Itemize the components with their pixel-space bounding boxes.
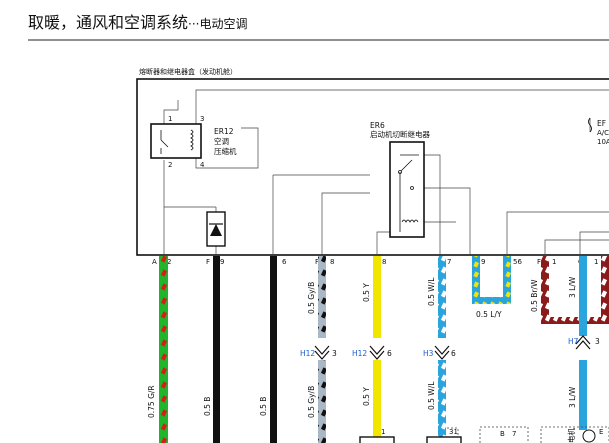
wire-y-label-top: 0.5 Y xyxy=(362,283,371,302)
wire-l-w: 3 L/W 3 L/W xyxy=(568,256,587,430)
wire-br-w: 0.5 Br/W xyxy=(530,256,609,324)
component-y-pin: 1 xyxy=(381,428,385,436)
inline-connector-h12-b: H12 6 xyxy=(352,345,392,360)
inline-connector-h3-name: H3 xyxy=(423,349,434,358)
relay-er12: 1 3 2 4 ER12 空调 压缩机 xyxy=(150,115,237,169)
relay-er12-pin2: 2 xyxy=(168,161,172,169)
wire-w-l: 0.5 W/L 0.5 W/L xyxy=(427,256,446,438)
component-b-pin: 7 xyxy=(512,430,516,438)
wire-y-label-bottom: 0.5 Y xyxy=(362,387,371,406)
fuse-ef-type: A/C xyxy=(597,129,609,137)
pin-num-5: 8 xyxy=(382,258,386,266)
pin-name-2: F xyxy=(206,258,210,266)
inline-connector-h7: H7 3 xyxy=(568,335,600,350)
inline-connector-h7-name: H7 xyxy=(568,337,579,346)
wire-y: 0.5 Y 0.5 Y xyxy=(362,256,381,438)
wire-l-y-label: 0.5 L/Y xyxy=(476,310,502,319)
wire-b-2-label: 0.5 B xyxy=(259,397,268,416)
relay-er12-code: ER12 xyxy=(214,127,234,136)
pin-name-9: F xyxy=(537,258,541,266)
component-motor-box xyxy=(540,426,609,443)
relay-er6-code: ER6 xyxy=(370,121,385,130)
relay-er6-switch-icon xyxy=(398,154,419,232)
wire-b-2: 0.5 B xyxy=(259,256,277,443)
relay-er12-box xyxy=(150,123,202,159)
wire-b-1: 0.5 B xyxy=(203,256,220,443)
component-e-label: E xyxy=(599,428,603,436)
wire-br-w-label: 0.5 Br/W xyxy=(530,279,539,312)
fuse-box-title: 熔断器和继电器盒（发动机舱） xyxy=(139,67,237,76)
connector-pin-labels: A 2 F 9 6 F 8 8 7 9 56 F 1 C 1 xyxy=(152,258,598,266)
connector-chevron-icon xyxy=(434,345,450,360)
fuse-ef-code: EF xyxy=(597,119,606,128)
relay-er12-name2: 压缩机 xyxy=(214,146,237,156)
wire-gy-b: 0.5 Gy/B 0.5 Gy/B xyxy=(307,256,326,443)
wire-l-w-label-bottom: 3 L/W xyxy=(568,386,577,408)
inline-connector-h3: H3 6 xyxy=(423,345,456,360)
component-wl-pin: 31 xyxy=(449,428,458,436)
component-b-box xyxy=(479,426,529,443)
fuse-ef: EF A/C 10A xyxy=(588,117,609,146)
diode-icon xyxy=(206,211,226,247)
pin-num-2: 9 xyxy=(220,258,224,266)
pin-num-7: 9 xyxy=(481,258,485,266)
inline-connector-h3-pin: 6 xyxy=(451,349,456,358)
wire-b-1-label: 0.5 B xyxy=(203,397,212,416)
connector-chevron-icon xyxy=(314,345,330,360)
fuse-box-internal-wiring xyxy=(163,89,609,255)
pin-name-4: F xyxy=(315,258,319,266)
wire-g-r: 0.75 G/R xyxy=(147,256,168,443)
component-y-box xyxy=(359,436,395,443)
fuse-ef-rating: 10A xyxy=(597,138,609,146)
pin-num-1: 2 xyxy=(167,258,171,266)
wire-l-w-label-top: 3 L/W xyxy=(568,276,577,298)
component-motor-label: 电机 xyxy=(566,428,576,443)
component-b-conn: B xyxy=(500,430,505,438)
relay-er6-coil-icon xyxy=(401,219,419,223)
pin-num-6: 7 xyxy=(447,258,451,266)
connector-chevron-icon xyxy=(369,345,385,360)
wire-gy-b-label-bottom: 0.5 Gy/B xyxy=(307,386,316,418)
wire-gy-b-label-top: 0.5 Gy/B xyxy=(307,282,316,314)
relay-er12-pin3: 3 xyxy=(200,115,204,123)
relay-er12-coil-icon xyxy=(190,129,194,151)
pin-num-10: 1 xyxy=(594,258,598,266)
connector-chevron-icon xyxy=(575,335,591,350)
relay-er12-name1: 空调 xyxy=(214,136,229,146)
pin-num-8: 56 xyxy=(513,258,522,266)
bottom-components: 1 31 B 7 电机 E xyxy=(359,426,609,443)
wire-l-y-loop: 0.5 L/Y xyxy=(472,256,511,319)
header-title: 取暖，通风和空调系统···电动空调 xyxy=(28,13,247,32)
wire-w-l-label-top: 0.5 W/L xyxy=(427,277,436,306)
pin-num-9: 1 xyxy=(552,258,556,266)
relay-er6-name: 启动机切断继电器 xyxy=(370,129,430,139)
relay-er12-switch-icon xyxy=(160,130,169,154)
pin-num-3: 6 xyxy=(282,258,287,266)
relay-er6-box xyxy=(389,141,425,238)
inline-connector-h12-a-pin: 3 xyxy=(332,349,337,358)
inline-connector-h7-pin: 3 xyxy=(595,337,600,346)
relay-er6: ER6 启动机切断继电器 xyxy=(370,121,430,238)
page-header: 取暖，通风和空调系统···电动空调 xyxy=(28,13,609,41)
pin-num-4: 8 xyxy=(330,258,334,266)
inline-connector-h12-a: H12 3 xyxy=(300,345,337,360)
pin-name-1: A xyxy=(152,258,157,266)
relay-er12-pin1: 1 xyxy=(168,115,172,123)
wire-w-l-label-bottom: 0.5 W/L xyxy=(427,381,436,410)
inline-connector-h12-b-pin: 6 xyxy=(387,349,392,358)
fuse-ef-icon xyxy=(588,117,592,133)
relay-er12-pin4: 4 xyxy=(200,161,205,169)
motor-icon xyxy=(582,429,596,443)
inline-connector-h12-b-name: H12 xyxy=(352,349,367,358)
wire-g-r-label: 0.75 G/R xyxy=(147,385,156,418)
component-wl-dash xyxy=(447,427,459,437)
inline-connector-h12-a-name: H12 xyxy=(300,349,315,358)
component-wl-box xyxy=(426,436,462,443)
